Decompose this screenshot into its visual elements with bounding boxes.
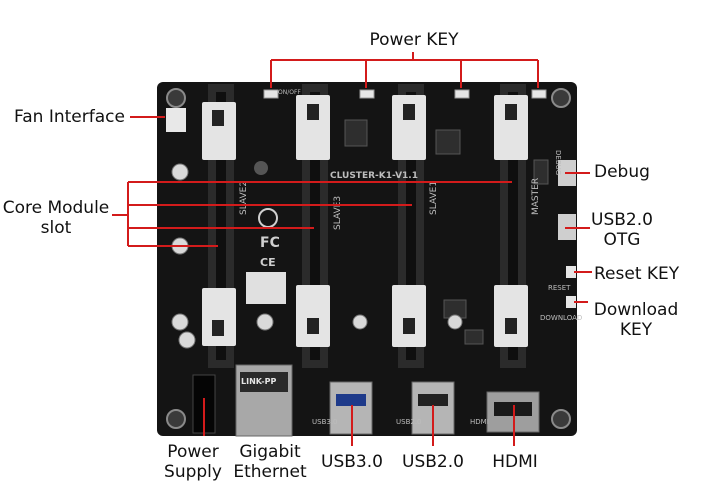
capacitors	[171, 163, 463, 349]
fc-mark: FC	[260, 235, 280, 251]
label-download-key: Download KEY	[590, 300, 682, 340]
label-gigabit-line1: Gigabit	[239, 442, 301, 462]
cert-mark-icon	[254, 161, 268, 175]
label-gigabit-line2: Ethernet	[233, 462, 307, 482]
silk-slave1: SLAVE1	[429, 181, 439, 215]
silk-slave3: SLAVE3	[333, 196, 343, 230]
silk-usb20: USB2.0	[396, 418, 422, 426]
silk-cluster: CLUSTER-K1-V1.1	[330, 171, 418, 181]
label-usb30: USB3.0	[321, 452, 383, 472]
ce-mark: CE	[260, 256, 276, 269]
chips	[344, 119, 549, 345]
silk-hdmi: HDMI	[470, 418, 489, 426]
label-power-key: Power KEY	[369, 30, 459, 50]
label-usb20-otg-line2: OTG	[603, 230, 641, 250]
label-usb20-otg: USB2.0 OTG	[591, 210, 653, 250]
download-key-button	[566, 296, 576, 308]
reset-key-button	[566, 266, 576, 278]
silk-download: DOWNLOAD	[540, 314, 582, 322]
label-debug: Debug	[594, 162, 650, 182]
label-hdmi: HDMI	[492, 452, 538, 472]
slot-slave1	[392, 84, 426, 368]
slot-slave2	[202, 84, 236, 368]
label-download-key-line1: Download	[593, 300, 679, 320]
slot-slave3	[296, 84, 330, 368]
silk-link: LINK-PP	[241, 377, 276, 386]
label-gigabit-ethernet: Gigabit Ethernet	[228, 442, 312, 482]
fan-connector	[166, 108, 186, 132]
silk-master: MASTER	[531, 178, 541, 215]
label-core-module: Core Module slot	[0, 198, 112, 238]
label-power-supply: Power Supply	[158, 442, 228, 482]
label-power-supply-line1: Power	[167, 442, 219, 462]
label-reset-key: Reset KEY	[594, 264, 680, 284]
label-core-module-line1: Core Module	[2, 198, 110, 218]
callout-lines	[112, 52, 592, 446]
label-power-supply-line2: Supply	[164, 462, 222, 482]
core-module-slots	[202, 84, 528, 368]
label-download-key-line2: KEY	[619, 320, 653, 340]
label-usb20: USB2.0	[402, 452, 464, 472]
label-core-module-line2: slot	[40, 218, 72, 238]
silk-reset: RESET	[548, 284, 571, 292]
silk-onoff: ON/OFF	[278, 89, 301, 96]
power-key-switches	[263, 89, 547, 99]
silk-slave2: SLAVE2	[239, 181, 249, 215]
silk-usb30: USB3.0	[312, 418, 338, 426]
silk-debug: DEBUG	[554, 150, 562, 175]
label-fan-interface: Fan Interface	[14, 107, 125, 127]
info-plate	[246, 272, 286, 304]
slot-master	[494, 84, 528, 368]
label-usb20-otg-line1: USB2.0	[591, 210, 653, 230]
mounting-holes	[166, 88, 571, 429]
